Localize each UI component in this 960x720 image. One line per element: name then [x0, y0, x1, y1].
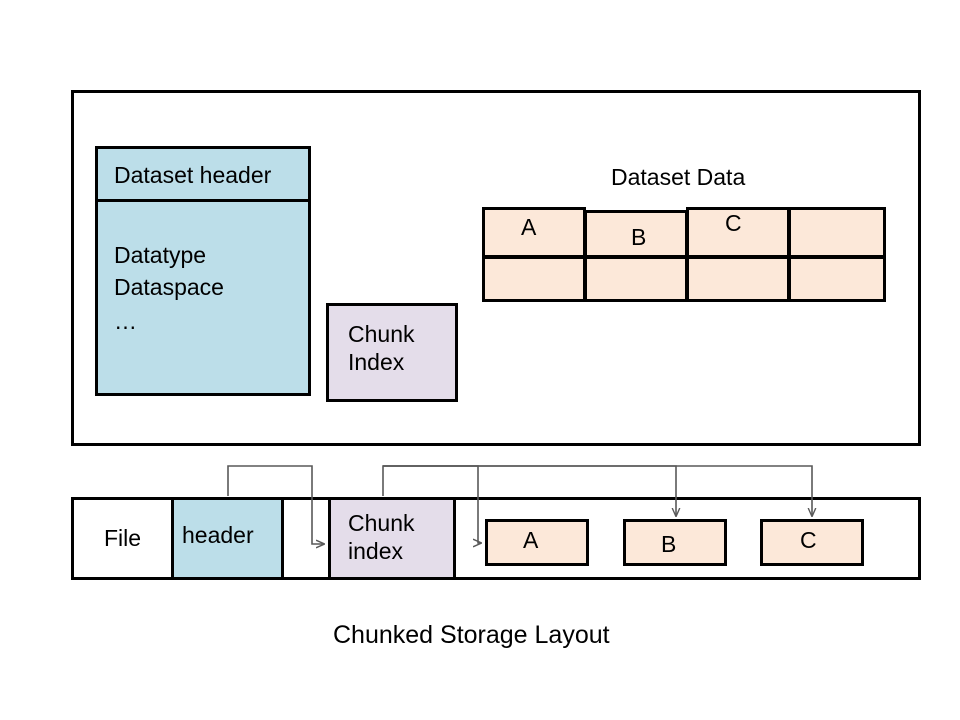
diagram-caption: Chunked Storage Layout	[333, 621, 610, 649]
file-chunk-c-box	[760, 519, 864, 566]
dataset-data-cell-r0c2	[686, 207, 790, 258]
file-chunk-c-label: C	[800, 527, 817, 553]
file-label: File	[104, 525, 142, 551]
dataset-data-cell-label-r0c2: C	[725, 210, 742, 236]
file-chunk-b-label: B	[661, 531, 677, 557]
dataset-header-detail-datatype: Datatype	[114, 242, 207, 268]
dataset-chunk-index-label: Chunk Index	[348, 321, 415, 376]
file-chunk-a-box	[485, 519, 589, 566]
dataset-data-cell-r1c0	[482, 256, 586, 302]
dataset-header-box	[95, 146, 311, 396]
dataset-data-cell-label-r0c1: B	[631, 224, 647, 250]
file-header-label: header	[182, 522, 254, 548]
dataset-data-cell-r1c1	[584, 256, 688, 302]
file-chunk-index-label: Chunk index	[348, 510, 415, 565]
dataset-header-divider	[96, 199, 310, 202]
dataset-data-title: Dataset Data	[611, 164, 746, 190]
file-chunk-a-label: A	[523, 527, 539, 553]
dataset-chunk-index-box	[326, 303, 458, 402]
dataset-data-cell-label-r0c0: A	[521, 214, 537, 240]
file-chunk-b-box	[623, 519, 727, 566]
dataset-data-cell-r1c2	[686, 256, 790, 302]
dataset-data-cell-r0c3	[788, 207, 886, 258]
dataset-container	[71, 90, 921, 446]
dataset-data-cell-r1c3	[788, 256, 886, 302]
dataset-header-title: Dataset header	[114, 162, 272, 188]
dataset-header-detail-dataspace: Dataspace	[114, 274, 224, 300]
dataset-header-detail-ellipsis: …	[114, 308, 137, 334]
